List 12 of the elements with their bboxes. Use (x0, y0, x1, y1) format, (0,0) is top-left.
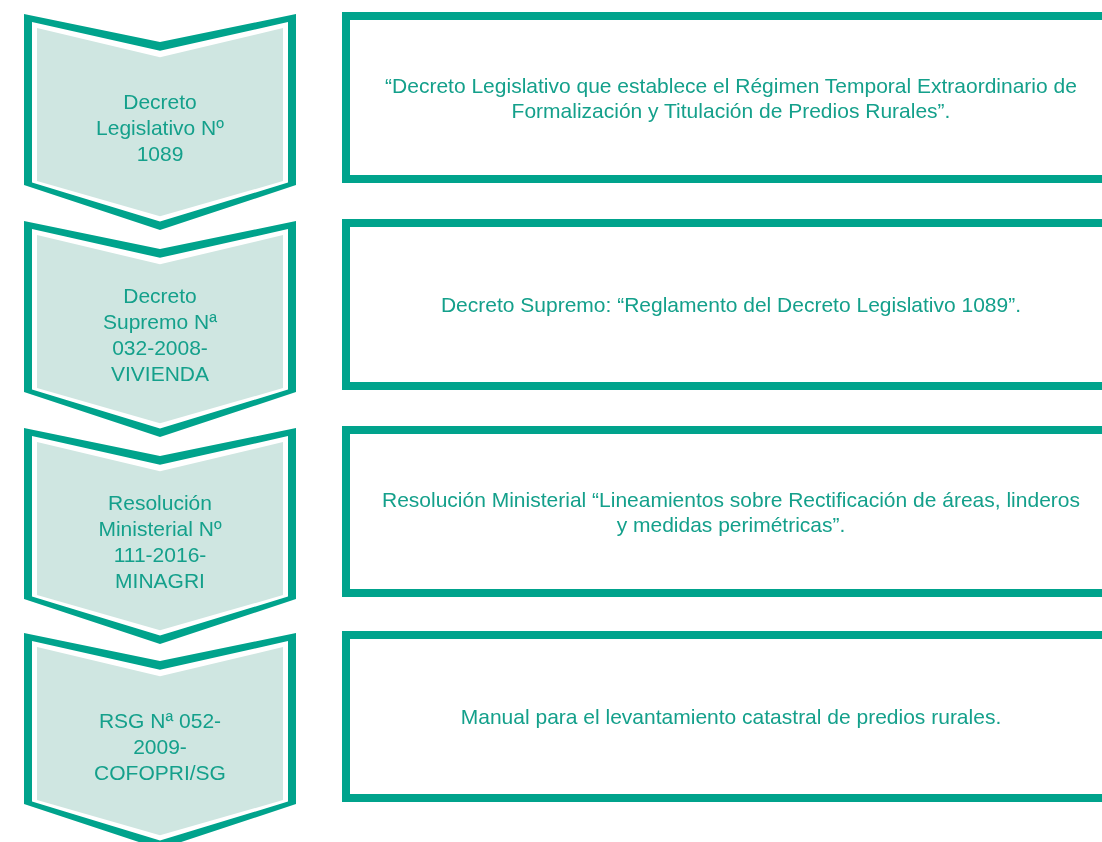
description-text: Decreto Supremo: “Reglamento del Decreto Legislativo 1089”. (439, 292, 1023, 317)
description-text: Manual para el levantamiento catastral de predios rurales. (459, 704, 1003, 729)
document-title: RSG Nª 052-2009-COFOPRI/SG (93, 708, 227, 786)
document-title: Decreto Supremo Nª 032-2008-VIVIENDA (102, 285, 218, 385)
document-title: Decreto Legislativo Nº 1089 (95, 89, 225, 167)
description-text: Resolución Ministerial “Lineamientos sobre Rectificación de áreas, linderos y medidas perimétricas”. (381, 486, 1081, 537)
description-panel (342, 631, 1102, 802)
description-panel (342, 426, 1102, 597)
description-panel (342, 219, 1102, 390)
description-text: “Decreto Legislativo que establece el Régimen Temporal Extraordinario de Formalización y Titulación de Predios Rurales”. (384, 72, 1078, 123)
document-title: Resolución Ministerial Nº 111-2016-MINAGRI (97, 492, 223, 592)
description-panel (342, 12, 1102, 183)
